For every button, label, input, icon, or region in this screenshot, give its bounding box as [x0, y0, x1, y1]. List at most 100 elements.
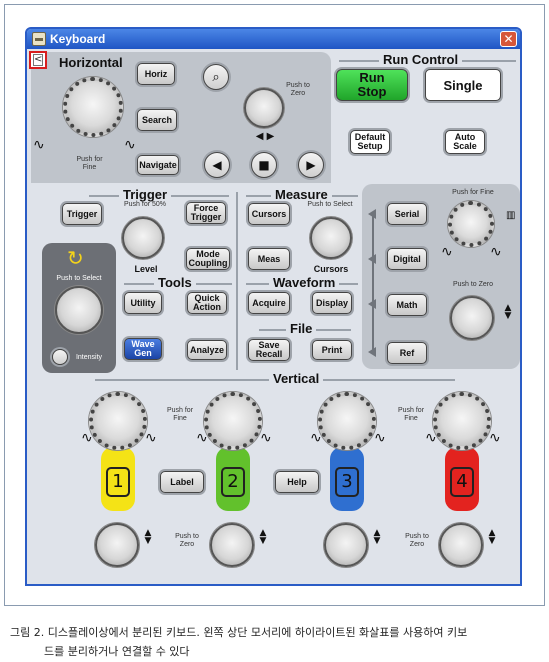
wave-gen-button[interactable]: Wave Gen	[124, 338, 162, 360]
channel-wave-left-icon: ∿	[196, 430, 208, 446]
cursors-knob[interactable]	[310, 217, 352, 259]
channel-position-knob[interactable]	[439, 523, 483, 567]
default-setup-button[interactable]: Default Setup	[350, 130, 390, 154]
ref-button[interactable]: Ref	[387, 342, 427, 364]
trigger-button[interactable]: Trigger	[62, 203, 102, 225]
side-position-knob[interactable]	[450, 296, 494, 340]
stop-icon: ■	[258, 158, 270, 172]
run-control-title: Run Control	[379, 52, 463, 67]
horizontal-push-to-zero: Push to Zero	[286, 82, 310, 97]
figure-caption: 그림 2. 디스플레이상에서 분리된 키보드. 왼쪽 상단 모서리에 하이라이트…	[10, 623, 540, 661]
wave-right-icon: ∿	[124, 137, 136, 153]
cursors-knob-label: Cursors	[313, 264, 349, 274]
channel-up-down-arrows-icon: ▲▼	[373, 528, 381, 546]
horizontal-scale-knob[interactable]	[63, 77, 123, 137]
channel-wave-right-icon: ∿	[260, 430, 272, 446]
intensity-button[interactable]	[52, 349, 68, 365]
rotate-icon: ↻	[67, 246, 84, 270]
quick-action-button[interactable]: Quick Action	[187, 292, 227, 314]
mode-coupling-button[interactable]: Mode Coupling	[186, 248, 230, 270]
utility-button[interactable]: Utility	[124, 292, 162, 314]
trigger-measure-divider	[236, 192, 238, 370]
channel-button[interactable]: 2	[221, 467, 245, 497]
channel-scale-knob[interactable]	[318, 392, 376, 450]
vertical-push-to-zero-1: Push to Zero	[175, 533, 199, 548]
left-right-arrows-icon: ◀ ▶	[255, 131, 275, 142]
navigate-button[interactable]: Navigate	[137, 155, 179, 175]
waveform-title: Waveform	[269, 275, 340, 290]
analyze-button[interactable]: Analyze	[187, 340, 227, 360]
tools-title: Tools	[154, 275, 196, 290]
trigger-level-label: Level	[134, 264, 158, 274]
entry-knob[interactable]	[55, 286, 103, 334]
channel-up-down-arrows-icon: ▲▼	[144, 528, 152, 546]
digital-button[interactable]: Digital	[387, 248, 427, 270]
close-button[interactable]: ✕	[500, 31, 517, 47]
channel-position-knob[interactable]	[95, 523, 139, 567]
side-panel	[362, 184, 520, 369]
navigate-back-button[interactable]: ◀	[204, 152, 230, 178]
detach-toggle[interactable]: <	[29, 51, 47, 69]
side-panel-bracket	[372, 212, 374, 354]
magnifier-icon: ⌕	[212, 69, 220, 85]
channel-scale-knob[interactable]	[89, 392, 147, 450]
entry-push-to-select: Push to Select	[56, 275, 102, 282]
channel-wave-right-icon: ∿	[145, 430, 157, 446]
side-scale-knob[interactable]	[448, 201, 494, 247]
acquire-button[interactable]: Acquire	[248, 292, 290, 314]
title-bar[interactable]: Keyboard ✕	[27, 29, 520, 49]
horiz-button[interactable]: Horiz	[137, 63, 175, 85]
trigger-level-knob[interactable]	[122, 217, 164, 259]
zoom-button[interactable]: ⌕	[203, 64, 229, 90]
cursors-button[interactable]: Cursors	[248, 203, 290, 225]
channel-button[interactable]: 1	[106, 467, 130, 497]
digital-arrow-icon	[368, 254, 376, 264]
print-button[interactable]: Print	[312, 340, 352, 360]
help-button[interactable]: Help	[275, 471, 319, 493]
horizontal-push-for-fine: Push for Fine	[76, 156, 103, 171]
vertical-push-for-fine-1: Push for Fine	[166, 407, 194, 422]
window-title: Keyboard	[50, 32, 106, 46]
save-recall-button[interactable]: Save Recall	[248, 339, 290, 361]
display-button[interactable]: Display	[312, 292, 352, 314]
side-wave-left-icon: ∿	[441, 244, 453, 260]
navigate-stop-button[interactable]: ■	[251, 152, 277, 178]
wave-left-icon: ∿	[33, 137, 45, 153]
serial-button[interactable]: Serial	[387, 203, 427, 225]
single-button[interactable]: Single	[425, 69, 501, 101]
channel-wave-left-icon: ∿	[310, 430, 322, 446]
channel-position-knob[interactable]	[210, 523, 254, 567]
measure-title: Measure	[271, 187, 332, 202]
channel-up-down-arrows-icon: ▲▼	[259, 528, 267, 546]
horizontal-title: Horizontal	[59, 55, 123, 70]
search-button[interactable]: Search	[137, 109, 177, 131]
meas-button[interactable]: Meas	[248, 248, 290, 270]
channel-scale-knob[interactable]	[433, 392, 491, 450]
side-push-to-zero: Push to Zero	[452, 281, 494, 288]
back-icon: ◀	[212, 158, 222, 172]
side-scale-indicator-icon: ▥	[506, 210, 516, 221]
ref-arrow-icon	[368, 347, 376, 357]
side-wave-right-icon: ∿	[490, 244, 502, 260]
vertical-push-to-zero-3: Push to Zero	[405, 533, 429, 548]
channel-up-down-arrows-icon: ▲▼	[488, 528, 496, 546]
navigate-forward-button[interactable]: ▶	[298, 152, 324, 178]
force-trigger-button[interactable]: Force Trigger	[186, 202, 226, 224]
channel-position-knob[interactable]	[324, 523, 368, 567]
channel-wave-right-icon: ∿	[374, 430, 386, 446]
file-title: File	[286, 321, 317, 336]
side-push-for-fine: Push for Fine	[452, 189, 494, 196]
channel-button[interactable]: 4	[450, 467, 474, 497]
channel-wave-left-icon: ∿	[425, 430, 437, 446]
measure-push-to-select: Push to Select	[307, 201, 353, 208]
keyboard-app-icon	[32, 32, 46, 46]
channel-scale-knob[interactable]	[204, 392, 262, 450]
horizontal-position-knob[interactable]	[244, 88, 284, 128]
math-button[interactable]: Math	[387, 294, 427, 316]
math-arrow-icon	[368, 299, 376, 309]
channel-button[interactable]: 3	[335, 467, 359, 497]
auto-scale-button[interactable]: Auto Scale	[445, 130, 485, 154]
label-button[interactable]: Label	[160, 471, 204, 493]
vertical-title: Vertical	[269, 371, 324, 386]
run-stop-button[interactable]: Run Stop	[336, 69, 408, 101]
